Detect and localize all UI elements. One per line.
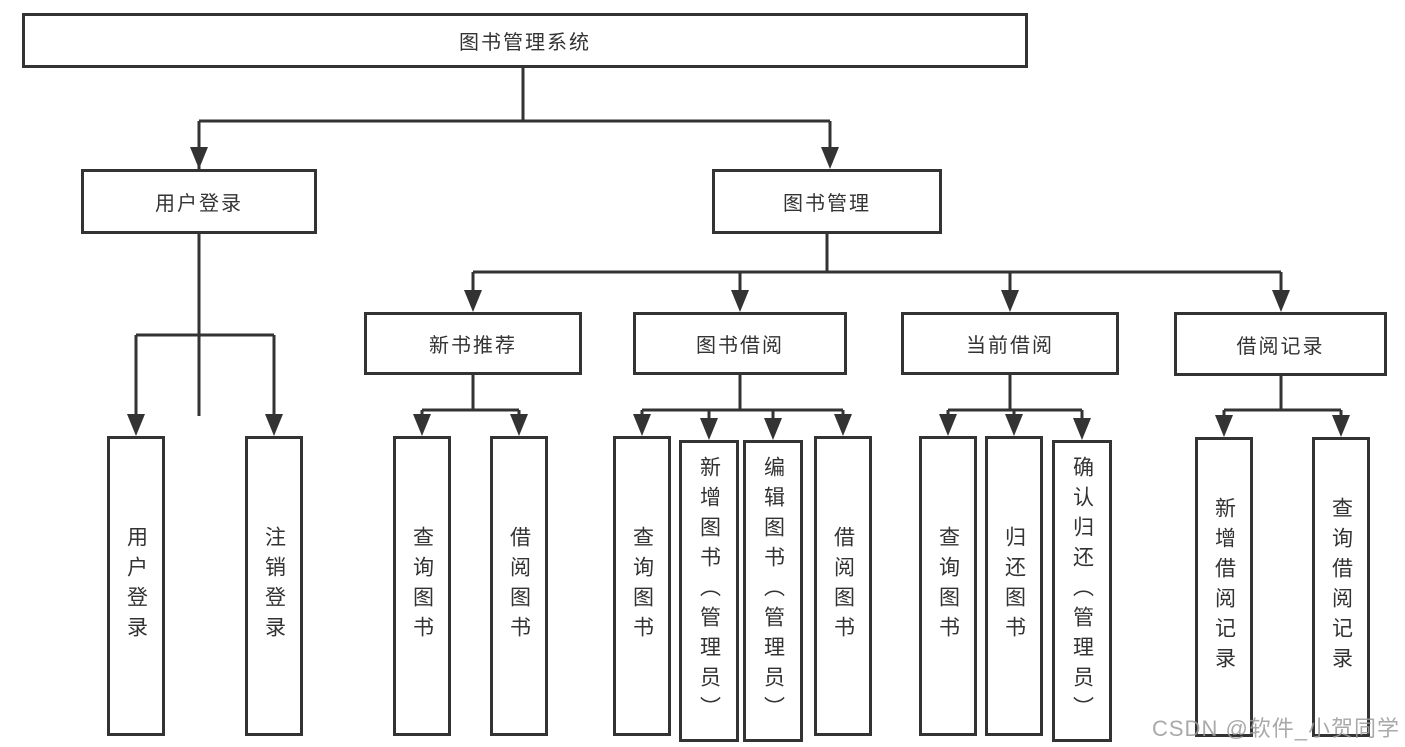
node-new-book-recommend: 新书推荐	[364, 312, 582, 375]
arrow-to-cb-confirm	[1073, 418, 1091, 440]
leaf-br-add-record: 新增借阅记录	[1195, 437, 1253, 737]
leaf-rec-query-book: 查询图书	[393, 436, 451, 736]
leaf-br-query-record: 查询借阅记录	[1312, 437, 1370, 737]
arrow-to-cb-query	[939, 414, 957, 436]
leaf-rec-query-book-label: 查询图书	[410, 526, 434, 646]
node-current-borrow: 当前借阅	[901, 312, 1119, 375]
node-user-login: 用户登录	[81, 169, 317, 234]
arrow-to-rec-query	[413, 414, 431, 436]
edge-newbookrec-split	[420, 375, 521, 415]
leaf-bb-query-book-label: 查询图书	[630, 526, 654, 646]
edge-borrowrecord-split	[1222, 375, 1343, 416]
arrow-to-rec-borrow	[510, 414, 528, 436]
leaf-rec-borrow-book-label: 借阅图书	[507, 526, 531, 646]
node-user-login-label: 用户登录	[155, 193, 243, 215]
edge-bookmgmt-split	[471, 234, 1283, 291]
node-book-management: 图书管理	[712, 169, 942, 234]
node-book-borrow: 图书借阅	[633, 312, 847, 375]
node-borrow-record-label: 借阅记录	[1236, 335, 1325, 358]
arrow-to-br-query	[1332, 415, 1350, 437]
node-book-borrow-label: 图书借阅	[696, 335, 784, 357]
leaf-cb-confirm-return: 确认归还︵管理员︶	[1052, 440, 1112, 742]
leaf-cb-return-book-label: 归还图书	[1002, 526, 1026, 646]
edge-arrowheads	[127, 147, 1350, 440]
arrow-to-bb-query	[633, 414, 651, 436]
leaf-bb-borrow-book: 借阅图书	[814, 436, 872, 736]
edge-currentborrow-split	[946, 375, 1084, 419]
leaf-user-login: 用户登录	[107, 436, 165, 736]
node-book-management-label: 图书管理	[783, 193, 871, 215]
arrow-to-userlogin	[190, 147, 208, 169]
node-root-label: 图书管理系统	[459, 32, 591, 54]
arrow-to-borrowrecord	[1272, 290, 1290, 312]
arrow-to-newbookrec	[464, 290, 482, 312]
leaf-bb-borrow-book-label: 借阅图书	[831, 526, 855, 646]
edge-bookborrow-split	[640, 375, 845, 419]
edge-userlogin-split	[134, 234, 276, 415]
leaf-bb-add-book-label: 新增图书︵管理员︶	[697, 456, 721, 726]
leaf-cb-query-book-label: 查询图书	[936, 526, 960, 646]
leaf-logout-label: 注销登录	[262, 526, 286, 646]
arrow-to-bb-borrow	[834, 414, 852, 436]
leaf-cb-confirm-return-label: 确认归还︵管理员︶	[1070, 456, 1094, 726]
leaf-br-query-record-label: 查询借阅记录	[1329, 497, 1353, 677]
leaf-rec-borrow-book: 借阅图书	[490, 436, 548, 736]
arrow-to-leaf-logout	[265, 414, 283, 436]
node-borrow-record: 借阅记录	[1174, 312, 1387, 376]
edge-root-split	[197, 68, 832, 416]
arrow-to-bb-add	[700, 418, 718, 440]
arrow-to-bookmgmt	[821, 147, 839, 169]
leaf-bb-query-book: 查询图书	[613, 436, 671, 736]
arrow-to-bb-edit	[764, 418, 782, 440]
leaf-bb-add-book: 新增图书︵管理员︶	[679, 440, 739, 742]
arrow-to-cb-return	[1005, 414, 1023, 436]
arrow-to-bookborrow	[731, 290, 749, 312]
node-root: 图书管理系统	[22, 13, 1028, 68]
arrow-to-leaf-userlogin	[127, 414, 145, 436]
arrow-to-br-add	[1215, 415, 1233, 437]
leaf-bb-edit-book-label: 编辑图书︵管理员︶	[761, 456, 785, 726]
leaf-cb-query-book: 查询图书	[919, 436, 977, 736]
leaf-logout: 注销登录	[245, 436, 303, 736]
leaf-user-login-label: 用户登录	[124, 526, 148, 646]
node-new-book-recommend-label: 新书推荐	[429, 335, 517, 357]
edge-lines	[134, 68, 1343, 419]
node-current-borrow-label: 当前借阅	[966, 335, 1054, 357]
leaf-bb-edit-book: 编辑图书︵管理员︶	[743, 440, 803, 742]
leaf-cb-return-book: 归还图书	[985, 436, 1043, 736]
csdn-watermark: CSDN @软件_小贺同学	[1152, 716, 1401, 741]
arrow-to-currentborrow	[1001, 290, 1019, 312]
leaf-br-add-record-label: 新增借阅记录	[1212, 497, 1236, 677]
